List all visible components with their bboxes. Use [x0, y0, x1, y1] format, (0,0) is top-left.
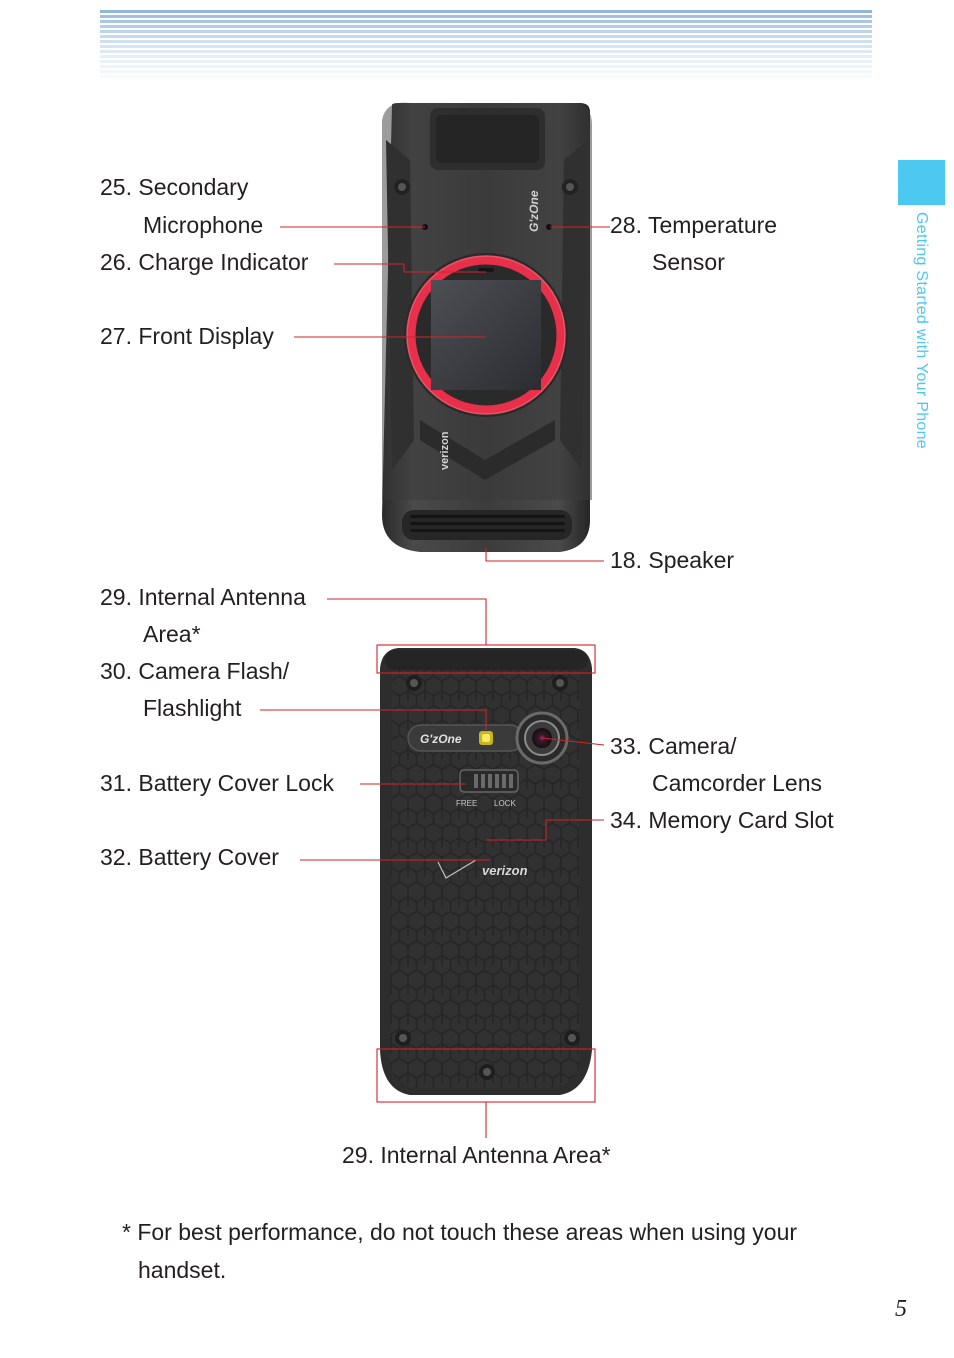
lock-lock-label: LOCK [494, 799, 516, 808]
label-speaker: 18. Speaker [610, 547, 735, 573]
label-camera-lens: 33. Camera/ [610, 733, 737, 759]
callout-lines [260, 226, 610, 1138]
gzone-logo-front: G'zOne [527, 190, 541, 232]
label-camera-flash-2: Flashlight [143, 695, 242, 721]
label-camera-flash: 30. Camera Flash/ [100, 658, 290, 684]
verizon-logo-front: verizon [439, 431, 451, 470]
footnote-line-1: * For best performance, do not touch the… [122, 1219, 798, 1245]
label-battery-cover-lock: 31. Battery Cover Lock [100, 770, 334, 796]
label-battery-cover: 32. Battery Cover [100, 844, 279, 870]
label-internal-antenna-top-2: Area* [143, 621, 201, 647]
label-secondary-microphone: 25. Secondary [100, 174, 249, 200]
page-number: 5 [895, 1296, 907, 1322]
label-temperature-sensor: 28. Temperature [610, 212, 778, 238]
phone-back: G'zOne FREE LOCK verizon [380, 648, 592, 1095]
label-memory-card-slot: 34. Memory Card Slot [610, 807, 834, 833]
footnote-line-2: handset. [138, 1257, 227, 1283]
verizon-logo-back: verizon [482, 863, 528, 878]
label-temperature-sensor-2: Sensor [652, 249, 725, 275]
label-charge-indicator: 26. Charge Indicator [100, 249, 309, 275]
label-camera-lens-2: Camcorder Lens [652, 770, 823, 796]
label-secondary-microphone-2: Microphone [143, 212, 264, 238]
header-stripe-banner [100, 10, 872, 78]
lock-free-label: FREE [456, 799, 477, 808]
label-front-display: 27. Front Display [100, 323, 274, 349]
label-internal-antenna-top: 29. Internal Antenna [100, 584, 306, 610]
footnote: * For best performance, do not touch the… [122, 1213, 862, 1289]
label-internal-antenna-bottom: 29. Internal Antenna Area* [342, 1142, 611, 1168]
gzone-logo-back: G'zOne [420, 732, 462, 746]
phone-front: G'zOne verizon [382, 102, 592, 552]
chapter-tab [898, 160, 945, 205]
